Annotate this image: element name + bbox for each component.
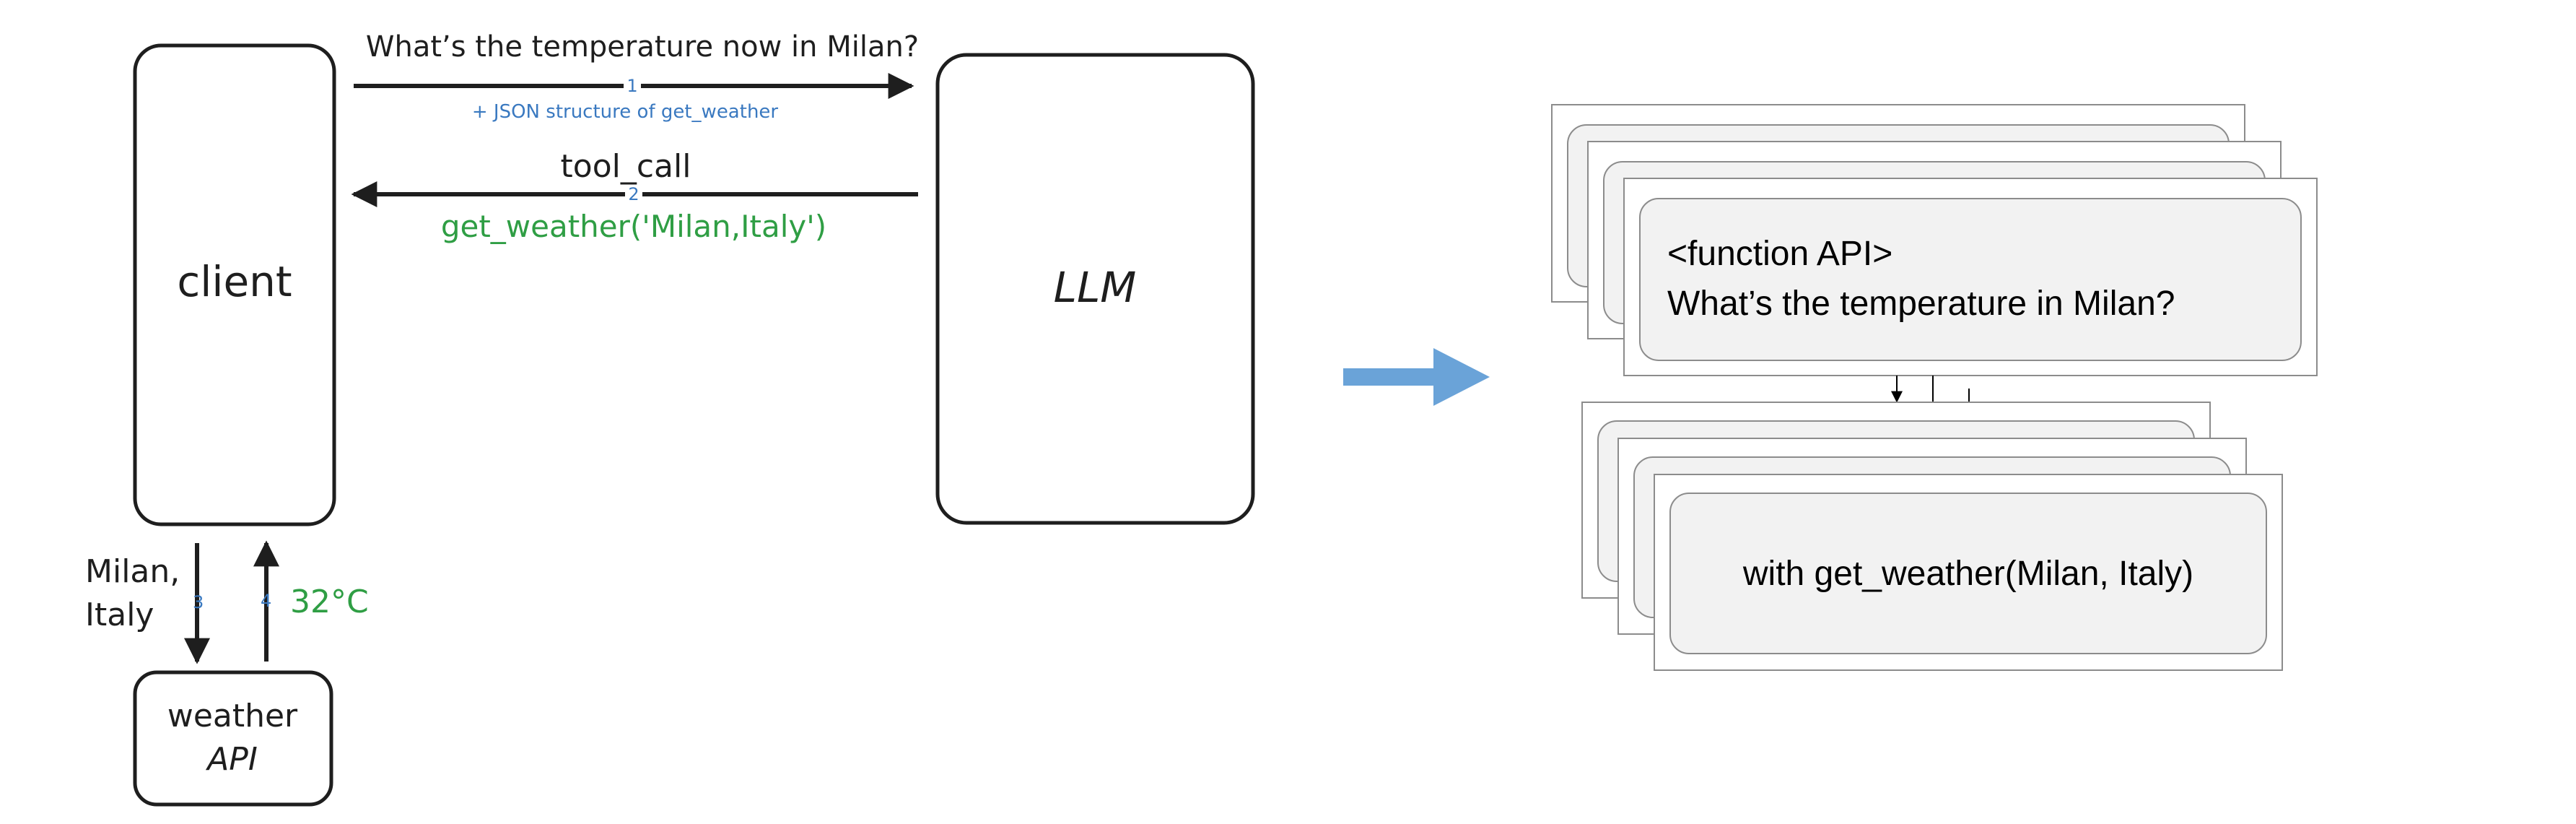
step4-value: 32°C xyxy=(290,584,369,620)
top-card-stack: <function API> What’s the temperature in… xyxy=(1551,104,2318,376)
bottom-card-text: with get_weather(Milan, Italy) xyxy=(1742,555,2193,593)
transition-arrow-icon xyxy=(1343,348,1490,406)
weather-api-box xyxy=(133,670,333,807)
step1-number: 1 xyxy=(626,76,637,96)
client-box xyxy=(133,43,336,526)
step1-question: What’s the temperature now in Milan? xyxy=(366,30,919,64)
step2-call: get_weather('Milan,Italy') xyxy=(441,209,826,244)
left-flow: client LLM weather API What’s the temper… xyxy=(85,30,1255,807)
step1-note: + JSON structure of get_weather xyxy=(472,101,779,123)
step3-line1: Milan, xyxy=(85,553,180,590)
step3-number: 3 xyxy=(193,592,204,612)
step4-number: 4 xyxy=(261,591,271,611)
llm-box xyxy=(935,53,1255,525)
bottom-card xyxy=(1669,493,2267,654)
top-card-line2: What’s the temperature in Milan? xyxy=(1667,285,2175,323)
step3-line2: Italy xyxy=(85,597,154,633)
client-label: client xyxy=(177,257,292,306)
llm-label: LLM xyxy=(1054,263,1137,312)
step2-number: 2 xyxy=(628,184,639,204)
top-card-line1: <function API> xyxy=(1667,235,1892,273)
right-stacks: <function API> What’s the temperature in… xyxy=(1551,104,2318,671)
top-card xyxy=(1639,198,2302,361)
step2-tool-call: tool_call xyxy=(561,148,691,185)
weather-api-label-line1: weather xyxy=(167,698,298,734)
bottom-card-stack: with get_weather(Milan, Italy) xyxy=(1581,402,2283,671)
weather-api-label-line2: API xyxy=(205,741,258,778)
